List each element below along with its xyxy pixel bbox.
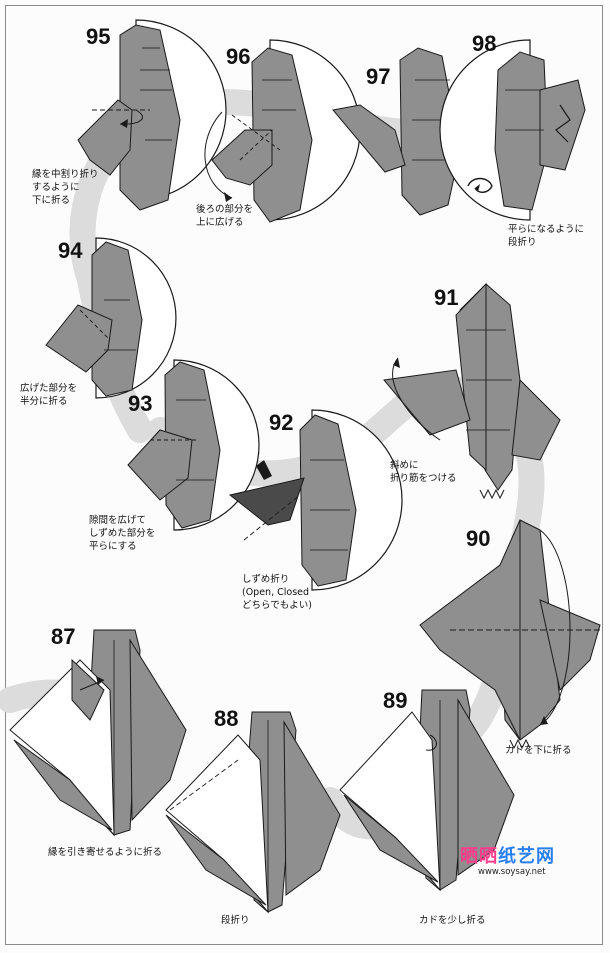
step-90-figure bbox=[419, 519, 601, 750]
step-number-87: 87 bbox=[51, 624, 76, 649]
step-93-figure bbox=[127, 359, 260, 531]
caption-line: 隙間を広げて bbox=[89, 515, 147, 526]
caption-line: 後ろの部分を bbox=[196, 204, 254, 215]
caption-line: 下に折る bbox=[32, 195, 71, 206]
caption-line: 平らにする bbox=[89, 541, 137, 552]
step-number-90: 90 bbox=[466, 526, 491, 551]
step-number-95: 95 bbox=[86, 24, 111, 49]
watermark: 晒晒纸艺网 www.soysay.net bbox=[460, 847, 600, 878]
caption-line: カドを下に折る bbox=[505, 745, 572, 756]
step-96-figure bbox=[204, 39, 361, 223]
caption-line: 広げた部分を bbox=[20, 383, 78, 394]
step-number-98: 98 bbox=[472, 31, 497, 56]
step-89-caption: カドを少し折る bbox=[419, 914, 486, 927]
step-96-caption: 後ろの部分を 上に広げる bbox=[196, 203, 253, 229]
step-number-88: 88 bbox=[214, 706, 239, 731]
caption-line: しずめ折り bbox=[242, 574, 290, 585]
watermark-logo: 晒晒纸艺网 bbox=[460, 847, 600, 867]
step-90-caption: カドを下に折る bbox=[505, 744, 572, 757]
step-88-caption: 段折り bbox=[221, 914, 250, 927]
caption-line: 段折り bbox=[221, 915, 250, 926]
caption-line: しずめた部分を bbox=[89, 528, 156, 539]
caption-line: 縁を中割り折り bbox=[32, 169, 99, 180]
step-98-figure bbox=[439, 39, 586, 221]
step-91-figure bbox=[383, 282, 561, 500]
step-88-figure bbox=[165, 711, 341, 914]
caption-line: (Open, Closed bbox=[242, 587, 310, 598]
page-frame bbox=[5, 5, 603, 945]
watermark-logo-part-b: 纸艺网 bbox=[498, 846, 555, 867]
caption-line: 上に広げる bbox=[196, 217, 244, 228]
turn-over-icon bbox=[467, 177, 493, 193]
caption-line: 段折り bbox=[508, 237, 537, 248]
step-98-caption: 平らになるように 段折り bbox=[508, 223, 584, 249]
step-89-figure bbox=[339, 689, 515, 892]
caption-line: 斜めに bbox=[390, 460, 419, 471]
caption-line: 平らになるように bbox=[508, 224, 585, 235]
step-number-93: 93 bbox=[128, 391, 153, 416]
step-number-97: 97 bbox=[366, 64, 391, 89]
step-87-figure bbox=[9, 629, 187, 837]
step-94-figure bbox=[45, 237, 177, 399]
step-number-94: 94 bbox=[58, 238, 83, 263]
step-93-caption: 隙間を広げて しずめた部分を 平らにする bbox=[89, 514, 155, 553]
step-number-91: 91 bbox=[434, 285, 459, 310]
step-95-figure bbox=[77, 19, 227, 211]
step-91-caption: 斜めに 折り筋をつける bbox=[390, 459, 457, 485]
caption-line: 折り筋をつける bbox=[390, 473, 457, 484]
step-87-caption: 縁を引き寄せるように折る bbox=[48, 846, 162, 859]
step-92-figure bbox=[228, 409, 403, 591]
caption-line: 半分に折る bbox=[20, 396, 68, 407]
step-92-caption: しずめ折り (Open, Closed どちらでもよい) bbox=[242, 573, 312, 612]
step-95-caption: 縁を中割り折り するように 下に折る bbox=[32, 168, 99, 207]
step-number-96: 96 bbox=[226, 44, 251, 69]
step-97-figure bbox=[332, 47, 461, 216]
caption-line: 縁を引き寄せるように折る bbox=[48, 847, 163, 858]
caption-line: するように bbox=[32, 182, 80, 193]
caption-line: どちらでもよい) bbox=[242, 600, 312, 611]
push-arrow-icon bbox=[256, 460, 272, 480]
step-number-89: 89 bbox=[383, 688, 408, 713]
step-number-92: 92 bbox=[269, 410, 294, 435]
step-94-caption: 広げた部分を 半分に折る bbox=[20, 382, 77, 408]
caption-line: カドを少し折る bbox=[419, 915, 486, 926]
watermark-url: www.soysay.net bbox=[478, 867, 546, 877]
watermark-logo-part-a: 晒晒 bbox=[460, 846, 498, 867]
